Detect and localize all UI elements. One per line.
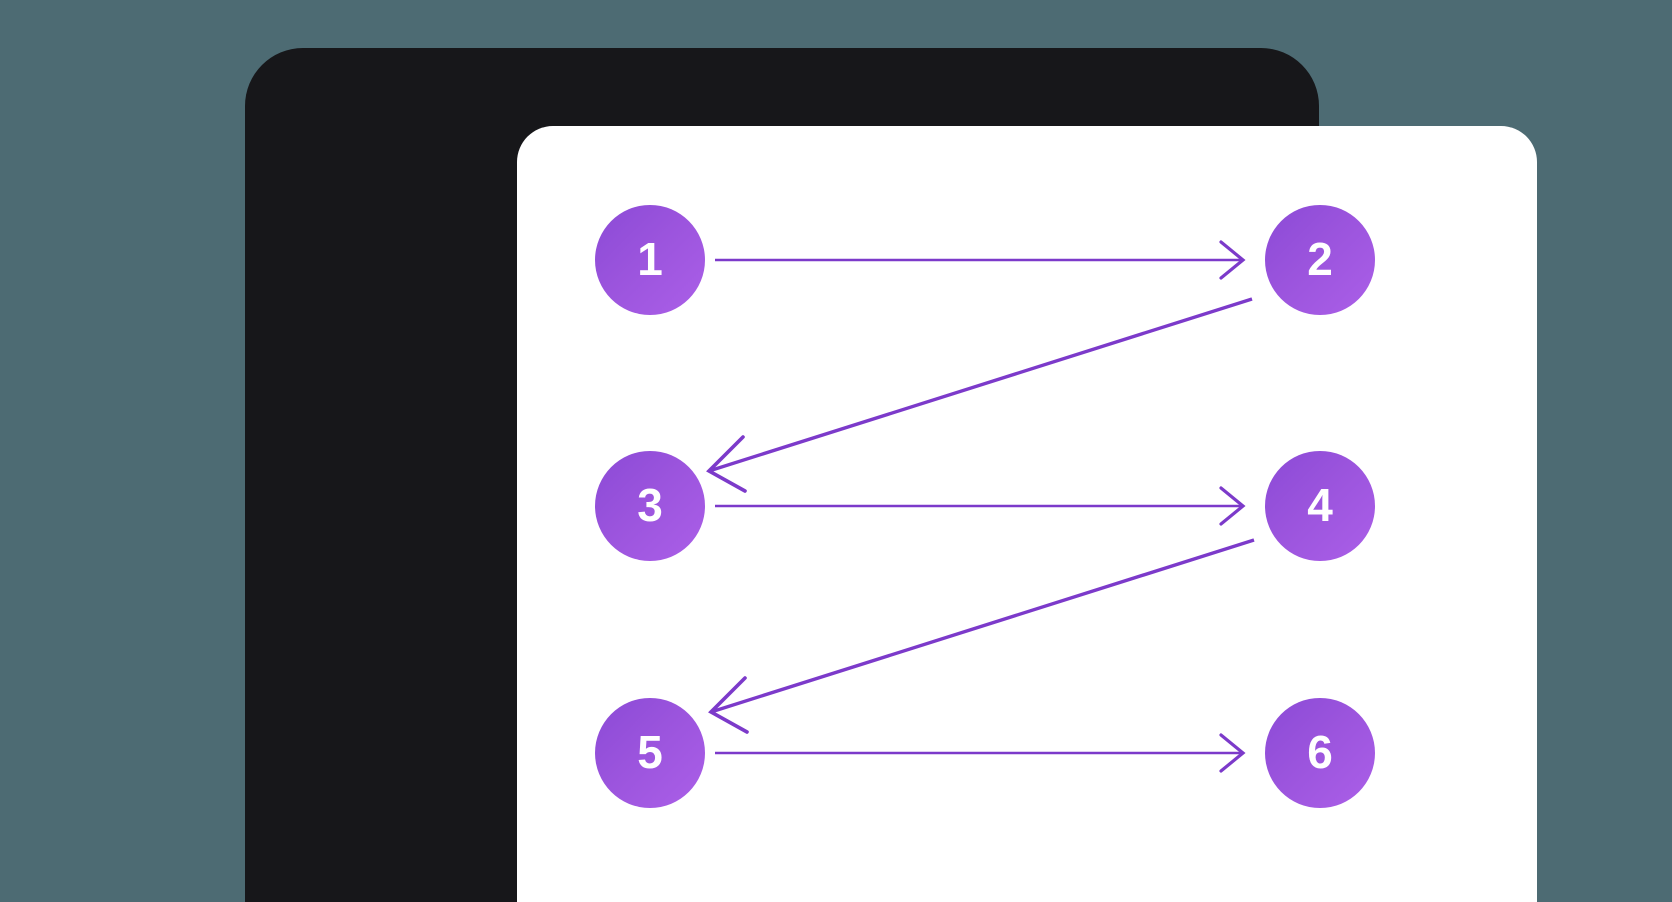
- node-4-label: 4: [1307, 479, 1333, 531]
- node-1-label: 1: [637, 233, 663, 285]
- node-5-label: 5: [637, 726, 663, 778]
- node-3-label: 3: [637, 479, 663, 531]
- edge-2-to-3-line: [708, 297, 1253, 473]
- arrowhead-left-1: [706, 435, 747, 493]
- edge-3-to-4: [715, 486, 1246, 526]
- node-3[interactable]: 3: [595, 451, 705, 561]
- arrowhead-left-2: [708, 676, 749, 734]
- edge-5-to-6: [715, 733, 1246, 773]
- node-6[interactable]: 6: [1265, 698, 1375, 808]
- edge-4-to-5-line: [710, 538, 1255, 714]
- arrowhead-right-2: [1219, 486, 1246, 526]
- diagram-canvas: 1 2 3 4 5 6: [517, 126, 1537, 902]
- edge-1-to-2: [715, 240, 1246, 280]
- edge-4-to-5: [708, 538, 1255, 734]
- edge-layer: [706, 240, 1255, 773]
- device-screen: 1 2 3 4 5 6: [517, 126, 1537, 902]
- node-6-label: 6: [1307, 726, 1333, 778]
- arrowhead-right-1: [1219, 240, 1246, 280]
- device-frame: 1 2 3 4 5 6: [245, 48, 1537, 902]
- arrowhead-right-3: [1219, 733, 1246, 773]
- node-1[interactable]: 1: [595, 205, 705, 315]
- node-2-label: 2: [1307, 233, 1333, 285]
- edge-2-to-3: [706, 297, 1253, 493]
- node-4[interactable]: 4: [1265, 451, 1375, 561]
- node-2[interactable]: 2: [1265, 205, 1375, 315]
- node-5[interactable]: 5: [595, 698, 705, 808]
